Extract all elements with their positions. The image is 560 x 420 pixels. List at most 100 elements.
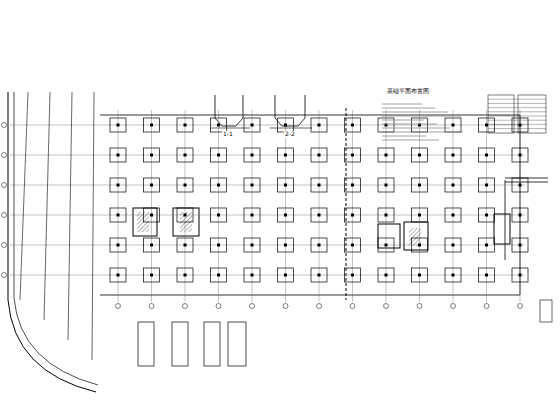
pile-cap bbox=[378, 178, 394, 192]
pile-cap bbox=[479, 208, 495, 222]
column bbox=[117, 244, 120, 247]
column bbox=[217, 214, 220, 217]
column bbox=[385, 274, 388, 277]
column bbox=[150, 184, 153, 187]
column bbox=[418, 274, 421, 277]
pile-cap bbox=[177, 118, 193, 132]
pile-cap bbox=[211, 178, 227, 192]
core-wall bbox=[494, 214, 510, 244]
axis-bubble bbox=[417, 304, 422, 309]
table bbox=[518, 95, 546, 133]
pile-cap bbox=[345, 178, 361, 192]
column bbox=[217, 124, 220, 127]
pile-cap bbox=[177, 148, 193, 162]
column bbox=[485, 214, 488, 217]
expansion-joint bbox=[346, 108, 347, 300]
pile-cap bbox=[278, 268, 294, 282]
column bbox=[284, 214, 287, 217]
core-wall bbox=[404, 222, 428, 250]
pile-cap bbox=[278, 208, 294, 222]
note-line bbox=[382, 140, 439, 141]
pile-cap bbox=[144, 268, 160, 282]
column bbox=[519, 184, 522, 187]
pile-cap bbox=[110, 268, 126, 282]
pile-cap bbox=[479, 178, 495, 192]
axis-line bbox=[419, 110, 420, 302]
column bbox=[318, 154, 321, 157]
axis-line bbox=[319, 110, 320, 302]
pile-cap bbox=[512, 208, 528, 222]
pile-cap bbox=[311, 118, 327, 132]
pile-cap bbox=[512, 238, 528, 252]
axis-bubble bbox=[116, 304, 121, 309]
column bbox=[318, 124, 321, 127]
note-line bbox=[382, 116, 461, 117]
core-wall bbox=[378, 224, 400, 248]
note-line bbox=[382, 136, 426, 137]
axis-line bbox=[10, 245, 525, 246]
pile-cap bbox=[311, 238, 327, 252]
pile-cap bbox=[378, 208, 394, 222]
column bbox=[351, 274, 354, 277]
column bbox=[418, 154, 421, 157]
column bbox=[485, 154, 488, 157]
pile-cap bbox=[412, 268, 428, 282]
column bbox=[284, 274, 287, 277]
axis-bubble bbox=[283, 304, 288, 309]
axis-bubble bbox=[250, 304, 255, 309]
pile-cap bbox=[378, 238, 394, 252]
axis-line bbox=[10, 155, 525, 156]
column bbox=[452, 154, 455, 157]
pile-cap bbox=[278, 178, 294, 192]
pile-cap bbox=[110, 178, 126, 192]
pile-cap bbox=[244, 178, 260, 192]
column bbox=[385, 184, 388, 187]
axis-line bbox=[10, 185, 525, 186]
section-detail bbox=[215, 95, 243, 126]
axis-bubble bbox=[317, 304, 322, 309]
table-row bbox=[488, 128, 546, 129]
axis-bubble bbox=[2, 243, 7, 248]
axis-line bbox=[285, 110, 286, 302]
note-line bbox=[382, 112, 448, 113]
column bbox=[251, 274, 254, 277]
column bbox=[452, 244, 455, 247]
column-detail bbox=[138, 322, 154, 366]
note-line bbox=[382, 132, 463, 133]
axis-bubble bbox=[384, 304, 389, 309]
axis-bubble bbox=[2, 123, 7, 128]
note-line bbox=[382, 108, 435, 109]
pile-cap bbox=[412, 238, 428, 252]
table-row bbox=[488, 116, 546, 117]
column bbox=[184, 184, 187, 187]
beam bbox=[20, 92, 28, 300]
pile-cap bbox=[244, 238, 260, 252]
pile-cap bbox=[278, 118, 294, 132]
note-line bbox=[382, 104, 422, 105]
column bbox=[452, 274, 455, 277]
pile-cap bbox=[311, 268, 327, 282]
axis-line bbox=[10, 215, 525, 216]
column bbox=[519, 124, 522, 127]
column bbox=[284, 154, 287, 157]
plan-outline bbox=[100, 115, 520, 295]
retaining-wall bbox=[8, 92, 96, 392]
axis-line bbox=[453, 110, 454, 302]
pile-cap bbox=[345, 148, 361, 162]
pile-cap bbox=[110, 118, 126, 132]
axis-line bbox=[10, 125, 525, 126]
pile-cap bbox=[177, 178, 193, 192]
pile-cap bbox=[445, 238, 461, 252]
note-line bbox=[382, 124, 437, 125]
pile-cap bbox=[378, 148, 394, 162]
column bbox=[485, 124, 488, 127]
axis-line bbox=[386, 110, 387, 302]
pile-cap bbox=[345, 118, 361, 132]
axis-line bbox=[520, 110, 521, 302]
pile-cap bbox=[412, 178, 428, 192]
column bbox=[184, 244, 187, 247]
column bbox=[251, 184, 254, 187]
column bbox=[385, 154, 388, 157]
column bbox=[351, 124, 354, 127]
